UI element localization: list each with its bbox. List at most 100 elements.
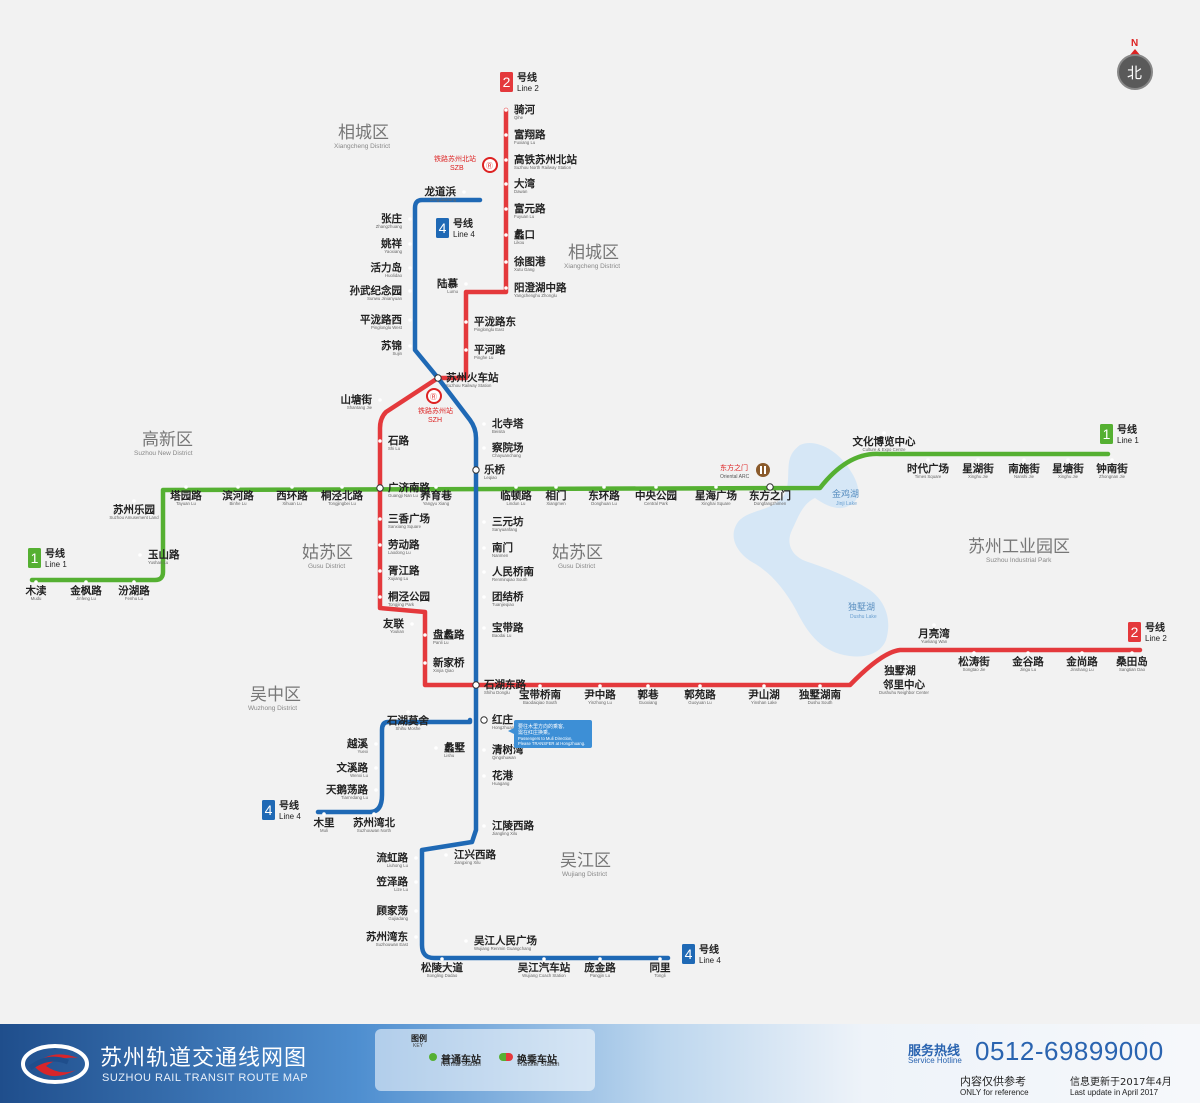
line-number-box <box>436 218 449 238</box>
station-name-en: Guoyuan Lu <box>688 700 712 705</box>
transfer-note: 要往木里方向的乘客, 需在红庄换乘。 Passengers to Muli Di… <box>508 720 592 748</box>
transfer-station-icon <box>472 681 480 689</box>
station-dot-icon <box>658 957 662 961</box>
station-name: 陆慕 <box>437 277 458 290</box>
station[interactable]: 独墅湖 <box>883 660 916 677</box>
station-name: 苏州湾东 <box>366 930 408 943</box>
